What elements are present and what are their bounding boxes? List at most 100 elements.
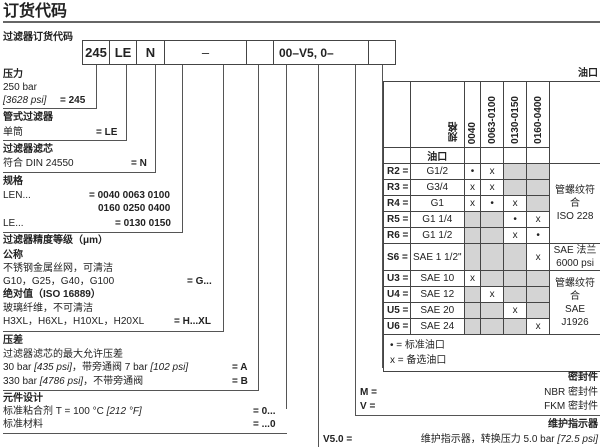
dp-b-code: = B (232, 376, 248, 387)
seal-v-code: V = (360, 401, 376, 412)
port-cell: x (463, 179, 482, 196)
port-cell-na (463, 243, 482, 271)
code-box-type: LE (109, 40, 137, 65)
port-cell-na (526, 179, 551, 196)
remark-line: 6000 psi (556, 258, 594, 269)
size-col: 0040 (467, 121, 479, 144)
dp-a-line: 30 bar [435 psi]，带旁通阀 7 bar [102 psi] (3, 362, 188, 374)
port-cell-na (480, 227, 505, 244)
size-col: 0063-0100 (486, 96, 498, 144)
port-code: R5 = (383, 211, 411, 228)
page-title: 订货代码 (3, 3, 68, 20)
port-code: S6 = (383, 243, 411, 271)
port-cell: x (526, 243, 551, 271)
port-code: U4 = (383, 286, 411, 303)
dp-desc: 过滤器滤芯的最大允许压差 (3, 349, 123, 360)
port-cell: • (463, 163, 482, 180)
port-col-header: 油口 (409, 147, 465, 164)
port-row: U5 =SAE 20 x (383, 302, 600, 319)
filter-type-desc: 单筒 (3, 127, 23, 138)
remark-line: 管螺纹符合 (555, 185, 596, 209)
rating-absolute-code: = H...XL (174, 316, 211, 327)
dp-a-code: = A (232, 362, 248, 373)
filter-type-heading: 管式过滤器 (3, 112, 53, 123)
port-cell-na (463, 286, 482, 303)
ports-table: 规格 0040 0063-0100 0130-0150 0160-0400 油口… (383, 81, 600, 372)
dp-b-text: 330 bar (3, 376, 40, 387)
rating-nominal: 公称 (3, 250, 23, 261)
port-cell-na (480, 243, 505, 271)
port-code: R4 = (383, 195, 411, 212)
size-le-label: LE... (3, 218, 24, 229)
rating-absolute-desc: 玻璃纤维，不可清洁 (3, 303, 93, 314)
port-code: R6 = (383, 227, 411, 244)
indicator-text: 维护指示器，转换压力 5.0 bar (420, 434, 558, 445)
design-std-text: 标准粘合剂 T = 100 °C (3, 406, 107, 417)
code-box-end (368, 40, 396, 65)
dp-a-psi2: [102 psi] (150, 362, 189, 373)
port-thread: SAE 12 (409, 286, 465, 303)
port-cell-na (526, 270, 551, 287)
seal-m-text: NBR 密封件 (544, 387, 598, 398)
code-box-pressure: 245 (82, 40, 110, 65)
port-cell-na (463, 227, 482, 244)
design-heading: 元件设计 (3, 393, 43, 404)
port-code: U6 = (383, 318, 411, 335)
port-code: U3 = (383, 270, 411, 287)
port-cell-na (503, 163, 528, 180)
title-divider (3, 21, 600, 23)
port-cell-na (480, 318, 505, 335)
port-cell: x (503, 302, 528, 319)
code-00: 00 (279, 45, 293, 60)
rating-nominal-desc: 不锈钢金属丝网，可清洁 (3, 263, 113, 274)
code-box-blank (246, 40, 274, 65)
port-cell-na (503, 243, 528, 271)
port-code: R3 = (383, 179, 411, 196)
dp-b-text2: ，不带旁通阀 (83, 376, 144, 387)
dp-a-psi: [435 psi] (34, 362, 72, 373)
port-cell: x (503, 227, 528, 244)
indicator-code: V5.0 = (323, 434, 353, 445)
legend-standard: • = 标准油口 (390, 340, 445, 351)
code-box-size: – (164, 40, 247, 65)
port-code: U5 = (383, 302, 411, 319)
port-cell: x (526, 211, 551, 228)
port-thread: SAE 10 (409, 270, 465, 287)
port-cell: x (480, 286, 505, 303)
port-cell: x (503, 195, 528, 212)
port-cell-na (503, 179, 528, 196)
port-cell: x (463, 270, 482, 287)
port-thread: G1 1/4 (409, 211, 465, 228)
port-thread: SAE 1 1/2" (409, 243, 465, 271)
dp-a-text: 30 bar (3, 362, 35, 373)
size-col: 0130-0150 (509, 96, 521, 144)
size-len-code1: = 0040 0063 0100 (89, 190, 170, 201)
remark-line: SAE 法兰 (553, 245, 597, 256)
port-cell-na (526, 163, 551, 180)
port-cell-na (526, 195, 551, 212)
ports-heading: 油口 (578, 68, 598, 79)
port-cell: • (480, 195, 505, 212)
rating-nominal-values: G10，G25，G40，G100 (3, 276, 115, 287)
seals-heading: 密封件 (568, 372, 598, 383)
port-cell-na (463, 318, 482, 335)
port-thread: G1 (409, 195, 465, 212)
dp-b-psi: [4786 psi] (39, 376, 84, 387)
port-thread: SAE 20 (409, 302, 465, 319)
dp-heading: 压差 (3, 335, 23, 346)
code-v5: –V5, 0– (292, 45, 334, 60)
port-cell-na (480, 302, 505, 319)
size-le-code: = 0130 0150 (115, 218, 171, 229)
port-code: R2 = (383, 163, 411, 180)
rating-heading: 过滤器精度等级（μm） (3, 235, 109, 246)
indicator-text-line: 维护指示器，转换压力 5.0 bar [72.5 psi] (380, 434, 598, 446)
design-std-code: = 0... (253, 406, 276, 417)
port-cell: • (526, 227, 551, 244)
code-box-element: N (136, 40, 165, 65)
port-thread: G1 1/2 (409, 227, 465, 244)
